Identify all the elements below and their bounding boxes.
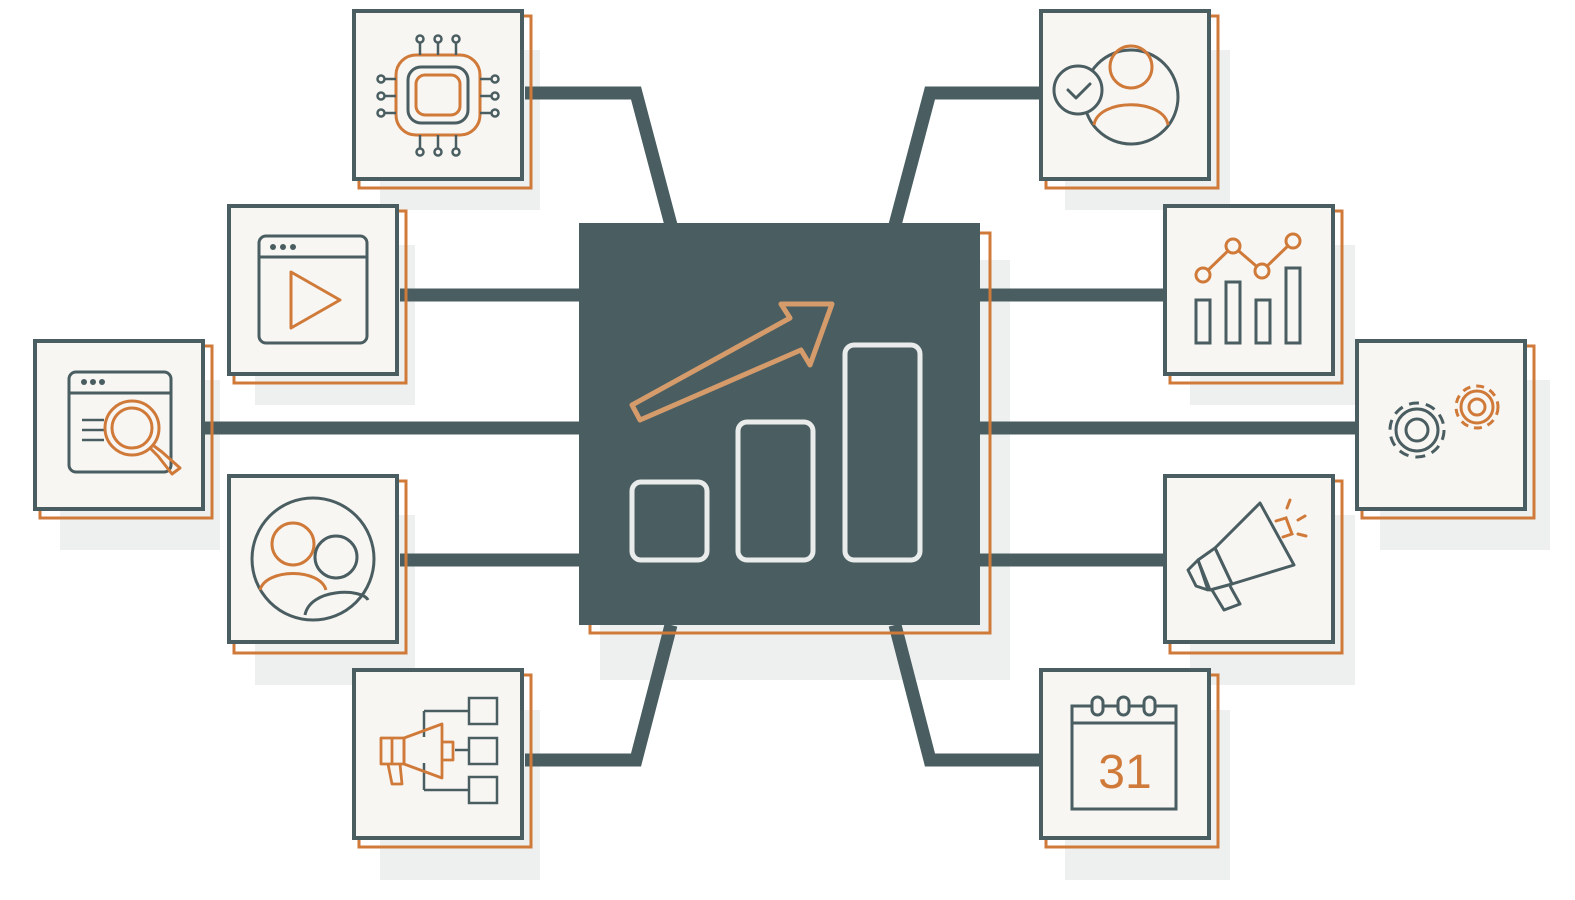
tile-video — [227, 204, 408, 385]
calendar-icon: 31 — [1070, 695, 1178, 811]
tile-community — [227, 474, 408, 655]
megaphone-icon — [1186, 498, 1308, 612]
user-group-icon — [250, 496, 376, 622]
calendar-day: 31 — [1098, 746, 1151, 799]
video-player-icon — [257, 234, 369, 345]
verified-user-icon — [1052, 44, 1180, 146]
connector-chip — [525, 86, 678, 227]
microchip-icon — [376, 34, 500, 157]
gears-icon — [1388, 384, 1500, 459]
connector-calendar — [888, 623, 1045, 767]
connector-verified-user — [888, 86, 1045, 227]
growth-chart-icon — [629, 301, 923, 563]
web-search-icon — [67, 370, 182, 476]
hub — [579, 223, 992, 635]
tile-search — [33, 339, 214, 520]
connector-campaign — [525, 623, 678, 767]
tile-calendar: 31 — [1039, 668, 1220, 849]
campaign-flow-icon — [379, 696, 499, 805]
tile-campaign — [352, 668, 533, 849]
tile-announce — [1163, 474, 1344, 655]
tile-analytics — [1163, 204, 1344, 385]
tile-settings — [1355, 339, 1536, 520]
tile-chip — [352, 9, 533, 190]
analytics-icon — [1194, 232, 1302, 345]
connectors — [205, 86, 1360, 767]
tile-verified-user — [1039, 9, 1220, 190]
